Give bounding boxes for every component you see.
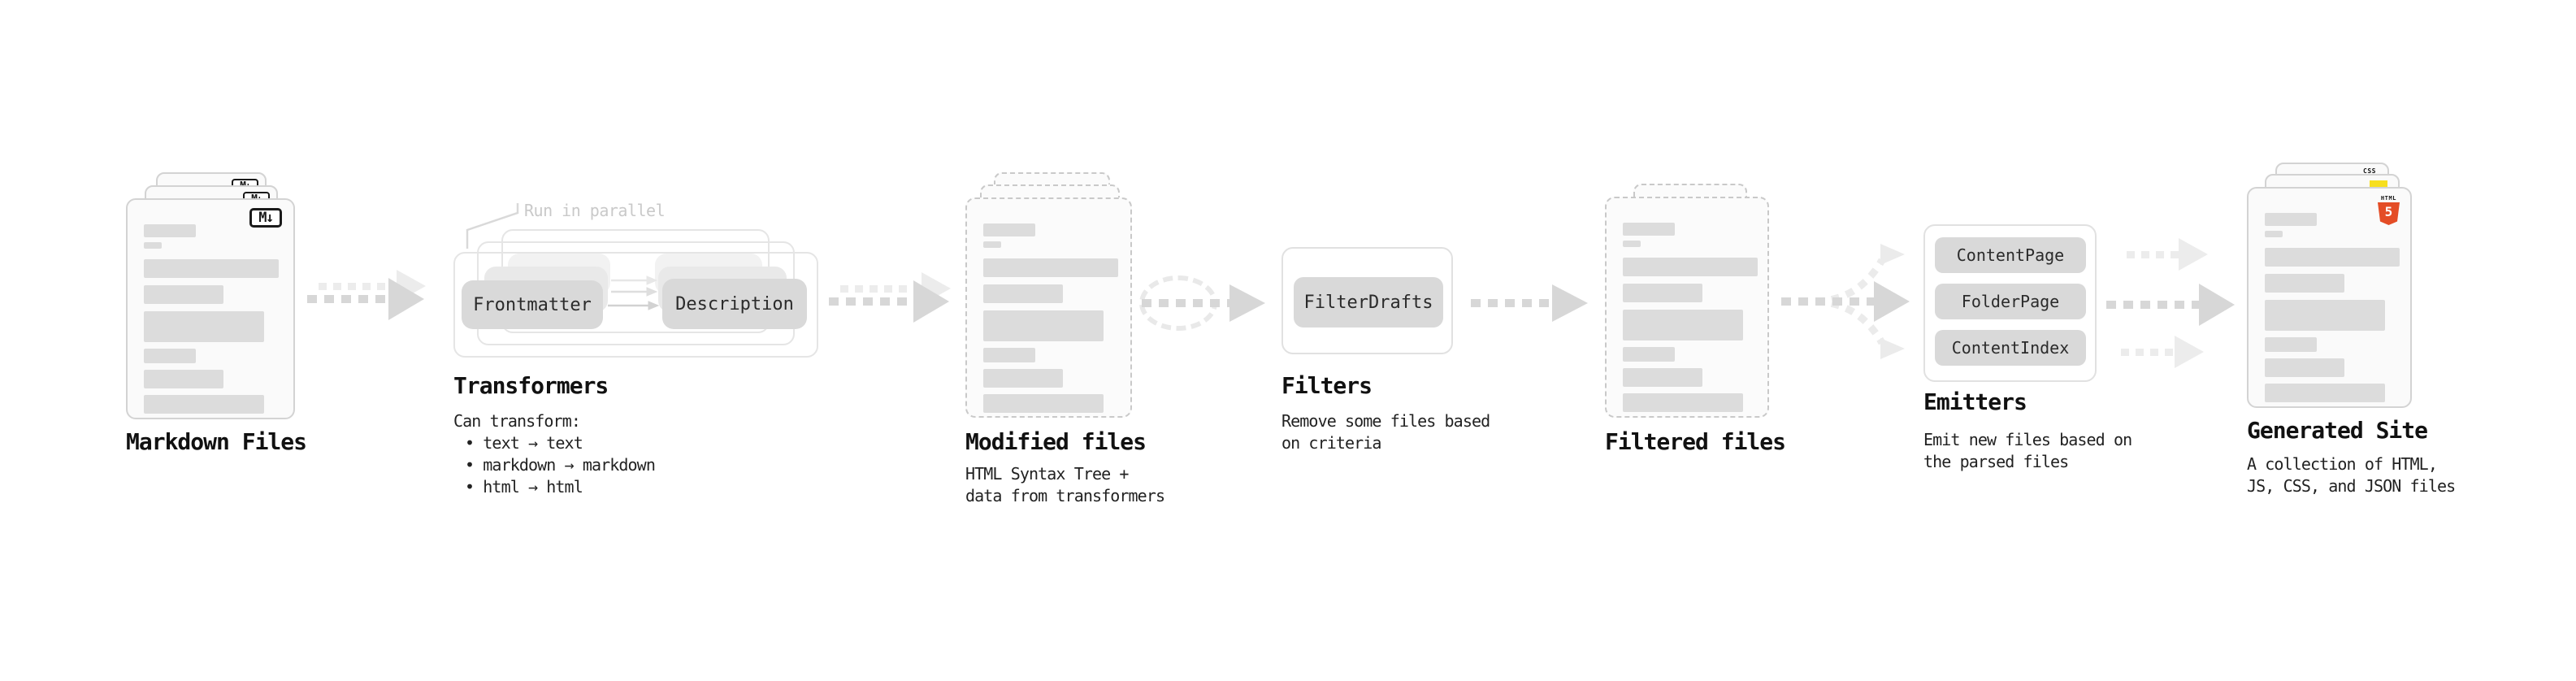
skeleton-line [144,311,264,342]
generated-site-description: A collection of HTML, JS, CSS, and JSON … [2247,453,2456,497]
skeleton-line [1623,310,1743,340]
skeleton-line [144,242,162,249]
stage-title-generated-site: Generated Site [2247,417,2428,444]
desc-line: JS, CSS, and JSON files [2247,476,2456,496]
arrow-modified-to-filters [1142,284,1265,322]
skeleton-line [1623,347,1675,362]
skeleton-line [2265,358,2344,377]
file-skeleton-content [2265,213,2400,402]
skeleton-line [983,310,1104,341]
arrow-filters-to-filtered [1471,284,1588,322]
arrow-fan-to-emitters [1815,244,1905,359]
file-skeleton-content [1623,223,1758,412]
arrow-emitters-to-site-middle [2106,284,2235,326]
emitter-node-contentindex: ContentIndex [1935,330,2086,366]
skeleton-line [983,369,1063,388]
skeleton-line [1623,368,1702,387]
skeleton-line [2265,213,2317,226]
html5-icon-number: 5 [2384,204,2393,219]
site-file-card: HTML 5 [2247,187,2412,408]
stage-title-filtered-files: Filtered files [1605,428,1786,455]
filter-node-filterdrafts: FilterDrafts [1294,277,1443,327]
modified-files-description: HTML Syntax Tree + data from transformer… [965,463,1165,507]
skeleton-line [1623,223,1675,236]
skeleton-line [144,349,196,363]
transformer-capability: • text → text [465,433,583,453]
transformer-capability: • html → html [465,477,583,497]
desc-line: the parsed files [1923,452,2069,471]
transformers-desc-heading: Can transform: [453,411,581,431]
arrow-emitters-to-site-top [2127,238,2208,271]
desc-line: Remove some files based [1281,411,1490,431]
transformer-node-description: Description [662,279,807,329]
markdown-icon: M↓ [249,208,282,228]
filtered-file-card [1605,197,1769,418]
skeleton-line [144,370,223,388]
skeleton-line [1623,258,1758,276]
skeleton-line [2265,337,2317,352]
skeleton-line [144,259,279,278]
html5-icon-label: HTML [2380,195,2397,202]
css-icon-label: CSS [2363,167,2376,175]
stage-title-markdown-files: Markdown Files [126,428,307,455]
js-icon [2370,180,2387,189]
desc-line: Emit new files based on [1923,430,2132,449]
file-skeleton-content [983,223,1118,413]
html5-icon: HTML 5 [2378,195,2400,225]
desc-line: on criteria [1281,433,1381,453]
file-skeleton-content [144,224,279,414]
arrow-markdown-to-transformers [307,278,424,320]
skeleton-line [1623,241,1641,247]
stage-title-modified-files: Modified files [965,428,1147,455]
skeleton-line [1623,284,1702,302]
skeleton-line [983,241,1001,248]
stage-title-emitters: Emitters [1923,388,2027,415]
skeleton-line [144,285,223,304]
skeleton-line [983,284,1063,303]
annotation-connector-line [466,203,519,249]
stage-title-filters: Filters [1281,372,1373,399]
emitters-description: Emit new files based on the parsed files [1923,429,2132,473]
skeleton-line [2265,231,2283,237]
desc-line: A collection of HTML, [2247,454,2438,474]
desc-line: data from transformers [965,486,1165,505]
skeleton-line [1623,393,1743,412]
html5-icon-shield: 5 [2378,202,2400,225]
transformers-description: Can transform: • text → text • markdown … [453,410,656,498]
emitter-node-contentpage: ContentPage [1935,237,2086,273]
transformers-frame-front [453,252,818,358]
desc-line: HTML Syntax Tree + [965,464,1129,484]
skeleton-line [144,395,264,414]
modified-file-card [965,197,1132,418]
filters-description: Remove some files based on criteria [1281,410,1490,454]
markdown-file-card: M↓ [126,198,295,419]
skeleton-line [2265,248,2400,267]
transformer-capability: • markdown → markdown [465,455,656,475]
skeleton-line [2265,300,2385,331]
transformer-flow-arrows [608,275,660,310]
arrow-filtered-to-emitters [1781,281,1910,322]
arrow-emitters-to-site-bottom [2121,336,2204,368]
skeleton-line [983,394,1104,413]
run-in-parallel-annotation: Run in parallel [524,201,666,220]
skeleton-line [983,223,1035,236]
emitter-node-folderpage: FolderPage [1935,284,2086,319]
skeleton-line [2265,384,2385,402]
skeleton-line [144,224,196,237]
transformer-node-frontmatter: Frontmatter [462,280,603,329]
stage-title-transformers: Transformers [453,372,609,399]
skeleton-line [2265,274,2344,293]
skeleton-line [983,348,1035,362]
arrow-transformers-to-modified [829,280,949,323]
skeleton-line [983,258,1118,277]
